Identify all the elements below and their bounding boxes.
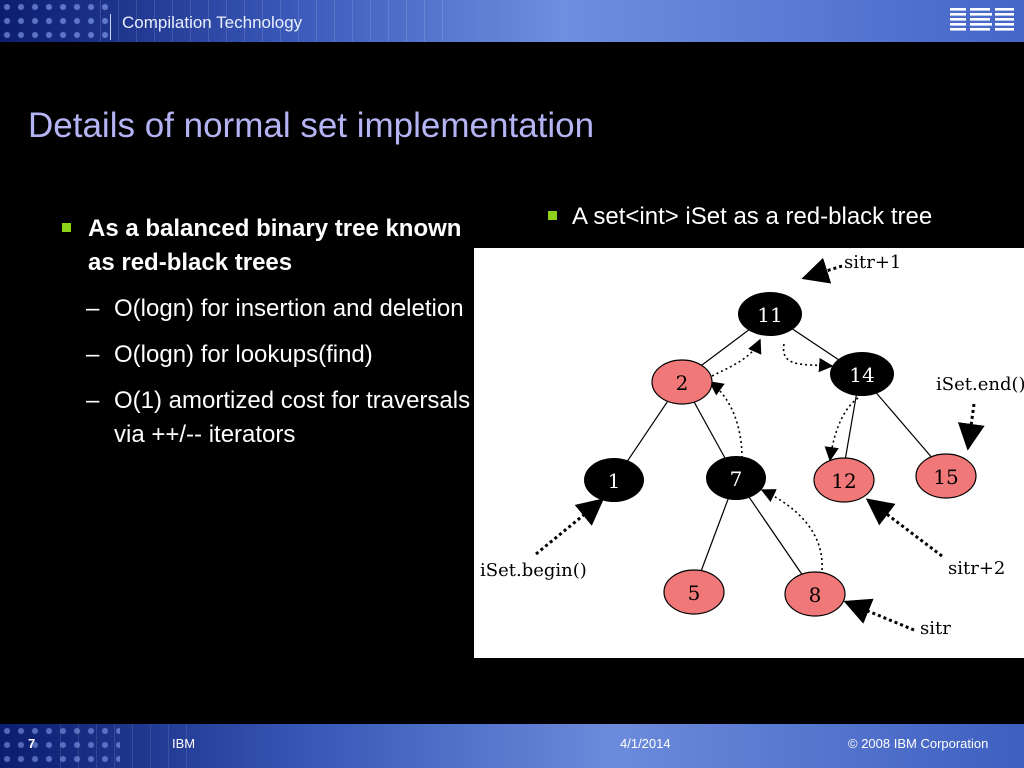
node-label: 1 bbox=[608, 469, 621, 493]
traversal-paths bbox=[708, 338, 859, 571]
path-11-to-14 bbox=[782, 343, 834, 373]
bullet-red-black-tree: A set<int> iSet as a red-black tree bbox=[548, 200, 932, 234]
node-15: 15 bbox=[915, 453, 977, 499]
right-bullet: A set<int> iSet as a red-black tree bbox=[548, 200, 932, 234]
footer-copyright: © 2008 IBM Corporation bbox=[848, 736, 989, 751]
arrow-sitr-plus-2 bbox=[865, 498, 943, 558]
header-bar: Compilation Technology bbox=[0, 0, 1024, 42]
left-bullet-list: As a balanced binary tree known as red-b… bbox=[62, 212, 472, 464]
header-dot-pattern bbox=[0, 0, 115, 42]
label-sitr-plus-2: sitr+2 bbox=[948, 558, 1005, 579]
page-number: 7 bbox=[28, 736, 36, 751]
node-5: 5 bbox=[663, 569, 725, 615]
node-label: 8 bbox=[809, 583, 822, 607]
arrow-iset-end bbox=[957, 403, 985, 451]
label-iset-end: iSet.end() bbox=[936, 374, 1024, 395]
node-1: 1 bbox=[584, 458, 644, 502]
subbullet-traversal: – O(1) amortized cost for traversals via… bbox=[62, 384, 472, 452]
node-label: 7 bbox=[730, 467, 743, 491]
ibm-logo-icon bbox=[950, 8, 1014, 31]
subbullet-text: O(logn) for lookups(find) bbox=[114, 341, 373, 368]
dash-marker: – bbox=[86, 387, 100, 414]
path-8-to-7 bbox=[760, 489, 823, 571]
annotation-labels: sitr+1 iSet.end() iSet.begin() sitr+2 si… bbox=[480, 252, 1024, 639]
node-14: 14 bbox=[830, 352, 894, 396]
path-14-to-12 bbox=[824, 397, 859, 462]
footer-stripe-pattern bbox=[60, 724, 200, 768]
label-sitr-plus-1: sitr+1 bbox=[844, 252, 901, 273]
dash-marker: – bbox=[86, 295, 100, 322]
arrow-iset-begin bbox=[535, 498, 605, 556]
arrow-sitr bbox=[843, 598, 915, 632]
header-title: Compilation Technology bbox=[122, 13, 303, 32]
node-label: 2 bbox=[676, 371, 689, 395]
path-7-to-2 bbox=[708, 381, 743, 459]
subbullet-insertion: – O(logn) for insertion and deletion bbox=[62, 292, 472, 326]
slide-title: Details of normal set implementation bbox=[28, 106, 595, 145]
node-12: 12 bbox=[813, 457, 875, 503]
node-label: 12 bbox=[831, 469, 856, 493]
label-sitr: sitr bbox=[920, 618, 951, 639]
arrow-sitr-plus-1 bbox=[801, 257, 843, 284]
node-2: 2 bbox=[651, 359, 713, 405]
footer-dot-pattern bbox=[0, 724, 120, 768]
node-label: 14 bbox=[849, 363, 874, 387]
header-stripe-pattern bbox=[100, 0, 460, 42]
red-black-tree-diagram: 11 2 14 1 7 12 15 5 bbox=[474, 248, 1024, 658]
footer-company: IBM bbox=[172, 736, 196, 751]
subbullet-lookups: – O(logn) for lookups(find) bbox=[62, 338, 472, 372]
node-label: 5 bbox=[688, 581, 701, 605]
header-separator bbox=[110, 14, 111, 40]
bullet-balanced-tree: As a balanced binary tree known as red-b… bbox=[62, 212, 472, 280]
path-2-to-11 bbox=[711, 338, 762, 377]
subbullet-text: O(1) amortized cost for traversals via +… bbox=[114, 387, 471, 448]
node-8: 8 bbox=[784, 571, 846, 617]
annotation-arrows bbox=[535, 257, 985, 632]
node-7: 7 bbox=[706, 456, 766, 500]
node-label: 11 bbox=[757, 303, 782, 327]
footer-bar: 7 IBM 4/1/2014 © 2008 IBM Corporation bbox=[0, 724, 1024, 768]
tree-svg: 11 2 14 1 7 12 15 5 bbox=[480, 252, 1024, 639]
subbullet-text: O(logn) for insertion and deletion bbox=[114, 295, 464, 322]
node-11: 11 bbox=[738, 292, 802, 336]
dash-marker: – bbox=[86, 341, 100, 368]
tree-edges bbox=[615, 313, 947, 593]
footer-date: 4/1/2014 bbox=[620, 736, 671, 751]
node-label: 15 bbox=[933, 465, 958, 489]
label-iset-begin: iSet.begin() bbox=[480, 560, 587, 581]
